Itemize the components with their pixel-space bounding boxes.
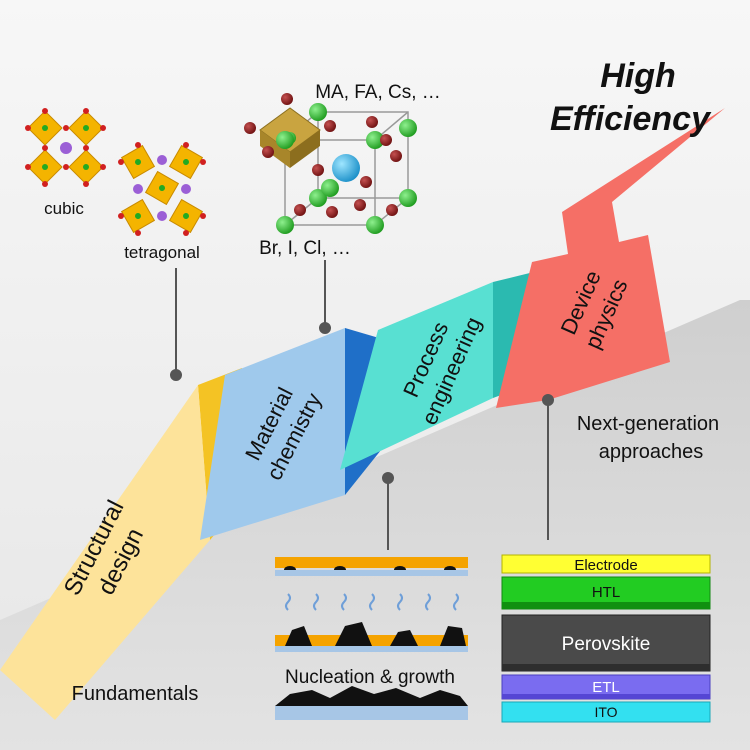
tetragonal-label: tetragonal bbox=[124, 243, 200, 262]
next-gen-label-line1: Next-generation bbox=[577, 413, 719, 435]
htl-layer: HTL bbox=[501, 576, 711, 610]
device-stack: Electrode HTL Perovskite ETL ITO bbox=[501, 554, 711, 723]
ito-label: ITO bbox=[594, 704, 617, 720]
electrode-label: Electrode bbox=[574, 557, 637, 574]
device-physics-arrow bbox=[496, 108, 725, 408]
electrode-layer: Electrode bbox=[501, 554, 711, 574]
etl-layer: ETL bbox=[501, 674, 711, 700]
tetragonal-crystal-icon bbox=[118, 142, 206, 236]
headline-line2: Efficiency bbox=[550, 100, 712, 138]
etl-label: ETL bbox=[592, 679, 620, 696]
headline-line1: High bbox=[600, 57, 676, 95]
cubic-crystal-icon bbox=[25, 108, 106, 187]
next-gen-label-line2: approaches bbox=[599, 441, 704, 463]
ito-layer: ITO bbox=[501, 701, 711, 723]
anions-label: Br, I, Cl, … bbox=[259, 238, 351, 259]
cubic-label: cubic bbox=[44, 199, 84, 218]
fundamentals-label: Fundamentals bbox=[72, 683, 199, 705]
perovskite-lattice-icon bbox=[244, 93, 417, 234]
htl-label: HTL bbox=[592, 584, 620, 601]
nucleation-label: Nucleation & growth bbox=[285, 667, 455, 688]
perovskite-layer: Perovskite bbox=[501, 614, 711, 672]
connector-lines bbox=[170, 260, 554, 550]
cations-label: MA, FA, Cs, … bbox=[315, 82, 441, 103]
nucleation-growth-illustration bbox=[275, 557, 468, 720]
perovskite-label: Perovskite bbox=[562, 634, 651, 655]
